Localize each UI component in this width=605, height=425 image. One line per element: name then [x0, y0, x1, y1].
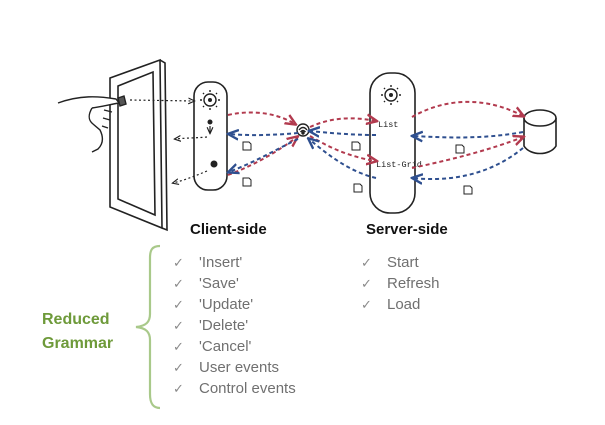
list-item-label: Control events — [199, 380, 296, 397]
check-mark-icon: ✓ — [173, 360, 184, 375]
check-mark-icon: ✓ — [173, 318, 184, 333]
list-item-label: 'Update' — [199, 296, 254, 313]
check-mark-icon: ✓ — [173, 255, 184, 270]
check-mark-icon: ✓ — [173, 297, 184, 312]
monitor — [109, 58, 168, 232]
server-label-list: List — [378, 120, 398, 130]
list-item: ✓ User events — [173, 357, 296, 378]
client-device — [193, 81, 228, 191]
server-feature-list: ✓ Start ✓ Refresh ✓ Load — [361, 252, 440, 315]
check-mark-icon: ✓ — [361, 255, 372, 270]
reduced-grammar-label: Reduced Grammar — [42, 308, 134, 356]
client-side-heading: Client-side — [190, 221, 267, 238]
check-mark-icon: ✓ — [173, 381, 184, 396]
list-item-label: 'Insert' — [199, 254, 243, 271]
grammar-line-1: Reduced — [42, 311, 110, 328]
list-item: ✓ 'Insert' — [173, 252, 296, 273]
check-mark-icon: ✓ — [173, 339, 184, 354]
server-side-heading: Server-side — [366, 221, 448, 238]
list-item: ✓ 'Delete' — [173, 315, 296, 336]
list-item: ✓ Load — [361, 294, 440, 315]
hand-icon — [57, 95, 127, 153]
server-device: List List-Grid — [369, 72, 422, 214]
list-item: ✓ Refresh — [361, 273, 440, 294]
list-item: ✓ 'Cancel' — [173, 336, 296, 357]
list-item-label: 'Save' — [199, 275, 239, 292]
client-feature-list: ✓ 'Insert' ✓ 'Save' ✓ 'Update' ✓ 'Delete' ✓ '… — [173, 252, 296, 399]
list-item-label: Refresh — [387, 275, 440, 292]
response-arrows — [229, 131, 524, 179]
check-mark-icon: ✓ — [173, 276, 184, 291]
list-item-label: Start — [387, 254, 419, 271]
list-item-label: User events — [199, 359, 280, 376]
list-item: ✓ Control events — [173, 378, 296, 399]
list-item: ✓ 'Update' — [173, 294, 296, 315]
server-label-list-grid: List-Grid — [376, 160, 422, 170]
list-item: ✓ Start — [361, 252, 440, 273]
document-icons — [242, 141, 473, 195]
list-item-label: 'Delete' — [199, 317, 249, 334]
list-item-label: 'Cancel' — [199, 338, 252, 355]
network-hub-icon — [296, 123, 310, 137]
list-item-label: Load — [387, 296, 421, 313]
interaction-arrows — [129, 100, 208, 183]
check-mark-icon: ✓ — [361, 276, 372, 291]
database-icon — [523, 109, 557, 155]
list-item: ✓ 'Save' — [173, 273, 296, 294]
curly-brace-icon — [135, 244, 161, 410]
grammar-line-2: Grammar — [42, 335, 114, 352]
check-mark-icon: ✓ — [361, 297, 372, 312]
